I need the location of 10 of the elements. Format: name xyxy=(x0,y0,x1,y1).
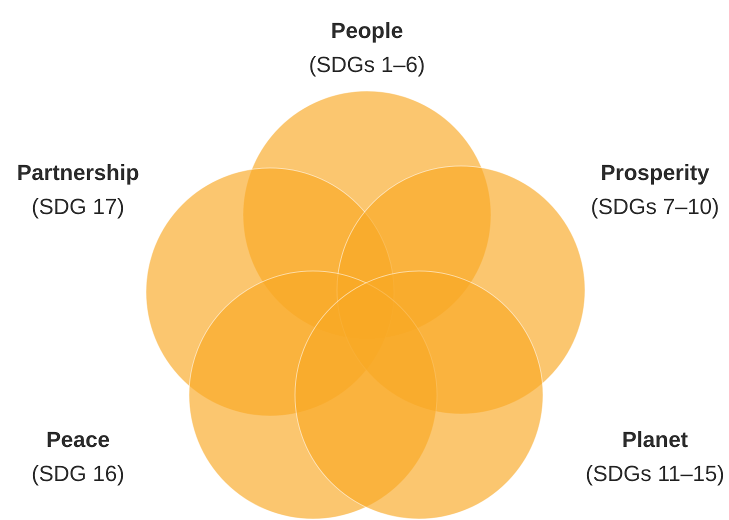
circle-subtitle: (SDGs 7–10) xyxy=(590,193,720,221)
circle-subtitle: (SDGs 11–15) xyxy=(586,460,724,488)
circle-title: Peace xyxy=(46,426,110,454)
circle-title: Prosperity xyxy=(600,159,710,187)
circle-title: People xyxy=(330,17,404,45)
circle-subtitle: (SDGs 1–6) xyxy=(308,51,426,79)
circle-subtitle: (SDG 17) xyxy=(32,193,124,221)
circle-title: Planet xyxy=(622,426,688,454)
circle-title: Partnership xyxy=(16,159,140,187)
circle-subtitle: (SDG 16) xyxy=(32,460,124,488)
